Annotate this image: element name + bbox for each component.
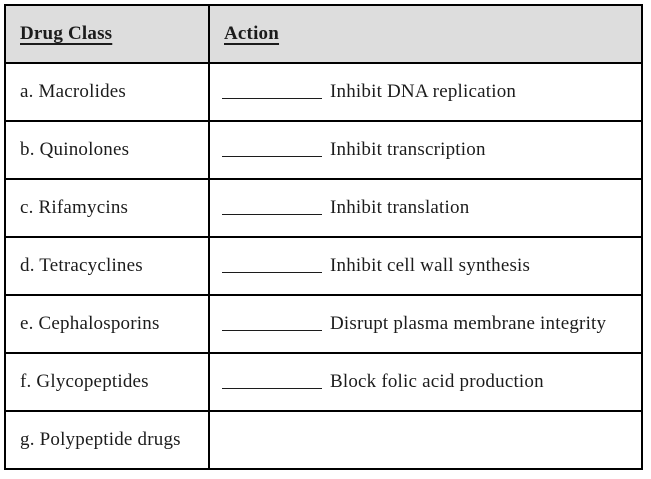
table-row: a. Macrolides Inhibit DNA replication <box>4 62 643 122</box>
action-label: Block folic acid production <box>330 371 544 392</box>
action-label: Inhibit DNA replication <box>330 81 517 102</box>
action-cell: Inhibit translation <box>208 178 643 238</box>
table-row: c. Rifamycins Inhibit translation <box>4 178 643 238</box>
header-row: Drug Class Action <box>4 4 643 64</box>
drug-class-cell: g. Polypeptide drugs <box>4 410 210 470</box>
answer-blank <box>222 374 322 389</box>
action-cell: Disrupt plasma membrane integrity <box>208 294 643 354</box>
action-cell: Block folic acid production <box>208 352 643 412</box>
action-cell <box>208 410 643 470</box>
drug-class-header-label: Drug Class <box>20 23 113 44</box>
table-row: b. Quinolones Inhibit transcription <box>4 120 643 180</box>
answer-blank <box>222 142 322 157</box>
answer-blank <box>222 84 322 99</box>
answer-blank <box>222 200 322 215</box>
action-label: Inhibit transcription <box>330 139 486 160</box>
drug-class-header: Drug Class <box>4 4 210 64</box>
drug-class-cell: b. Quinolones <box>4 120 210 180</box>
action-label: Inhibit translation <box>330 197 470 218</box>
action-cell: Inhibit cell wall synthesis <box>208 236 643 296</box>
drug-class-cell: e. Cephalosporins <box>4 294 210 354</box>
action-cell: Inhibit transcription <box>208 120 643 180</box>
answer-blank <box>222 316 322 331</box>
action-label: Disrupt plasma membrane integrity <box>330 313 607 334</box>
table-row: g. Polypeptide drugs <box>4 410 643 470</box>
drug-class-matching-table: Drug Class Action a. Macrolides Inhibit … <box>4 4 643 470</box>
drug-class-cell: f. Glycopeptides <box>4 352 210 412</box>
table-row: e. Cephalosporins Disrupt plasma membran… <box>4 294 643 354</box>
table-row: f. Glycopeptides Block folic acid produc… <box>4 352 643 412</box>
drug-class-cell: d. Tetracyclines <box>4 236 210 296</box>
action-header-label: Action <box>224 23 280 44</box>
drug-class-cell: c. Rifamycins <box>4 178 210 238</box>
answer-blank <box>222 258 322 273</box>
action-cell: Inhibit DNA replication <box>208 62 643 122</box>
table-row: d. Tetracyclines Inhibit cell wall synth… <box>4 236 643 296</box>
action-label: Inhibit cell wall synthesis <box>330 255 531 276</box>
drug-class-cell: a. Macrolides <box>4 62 210 122</box>
action-header: Action <box>208 4 643 64</box>
